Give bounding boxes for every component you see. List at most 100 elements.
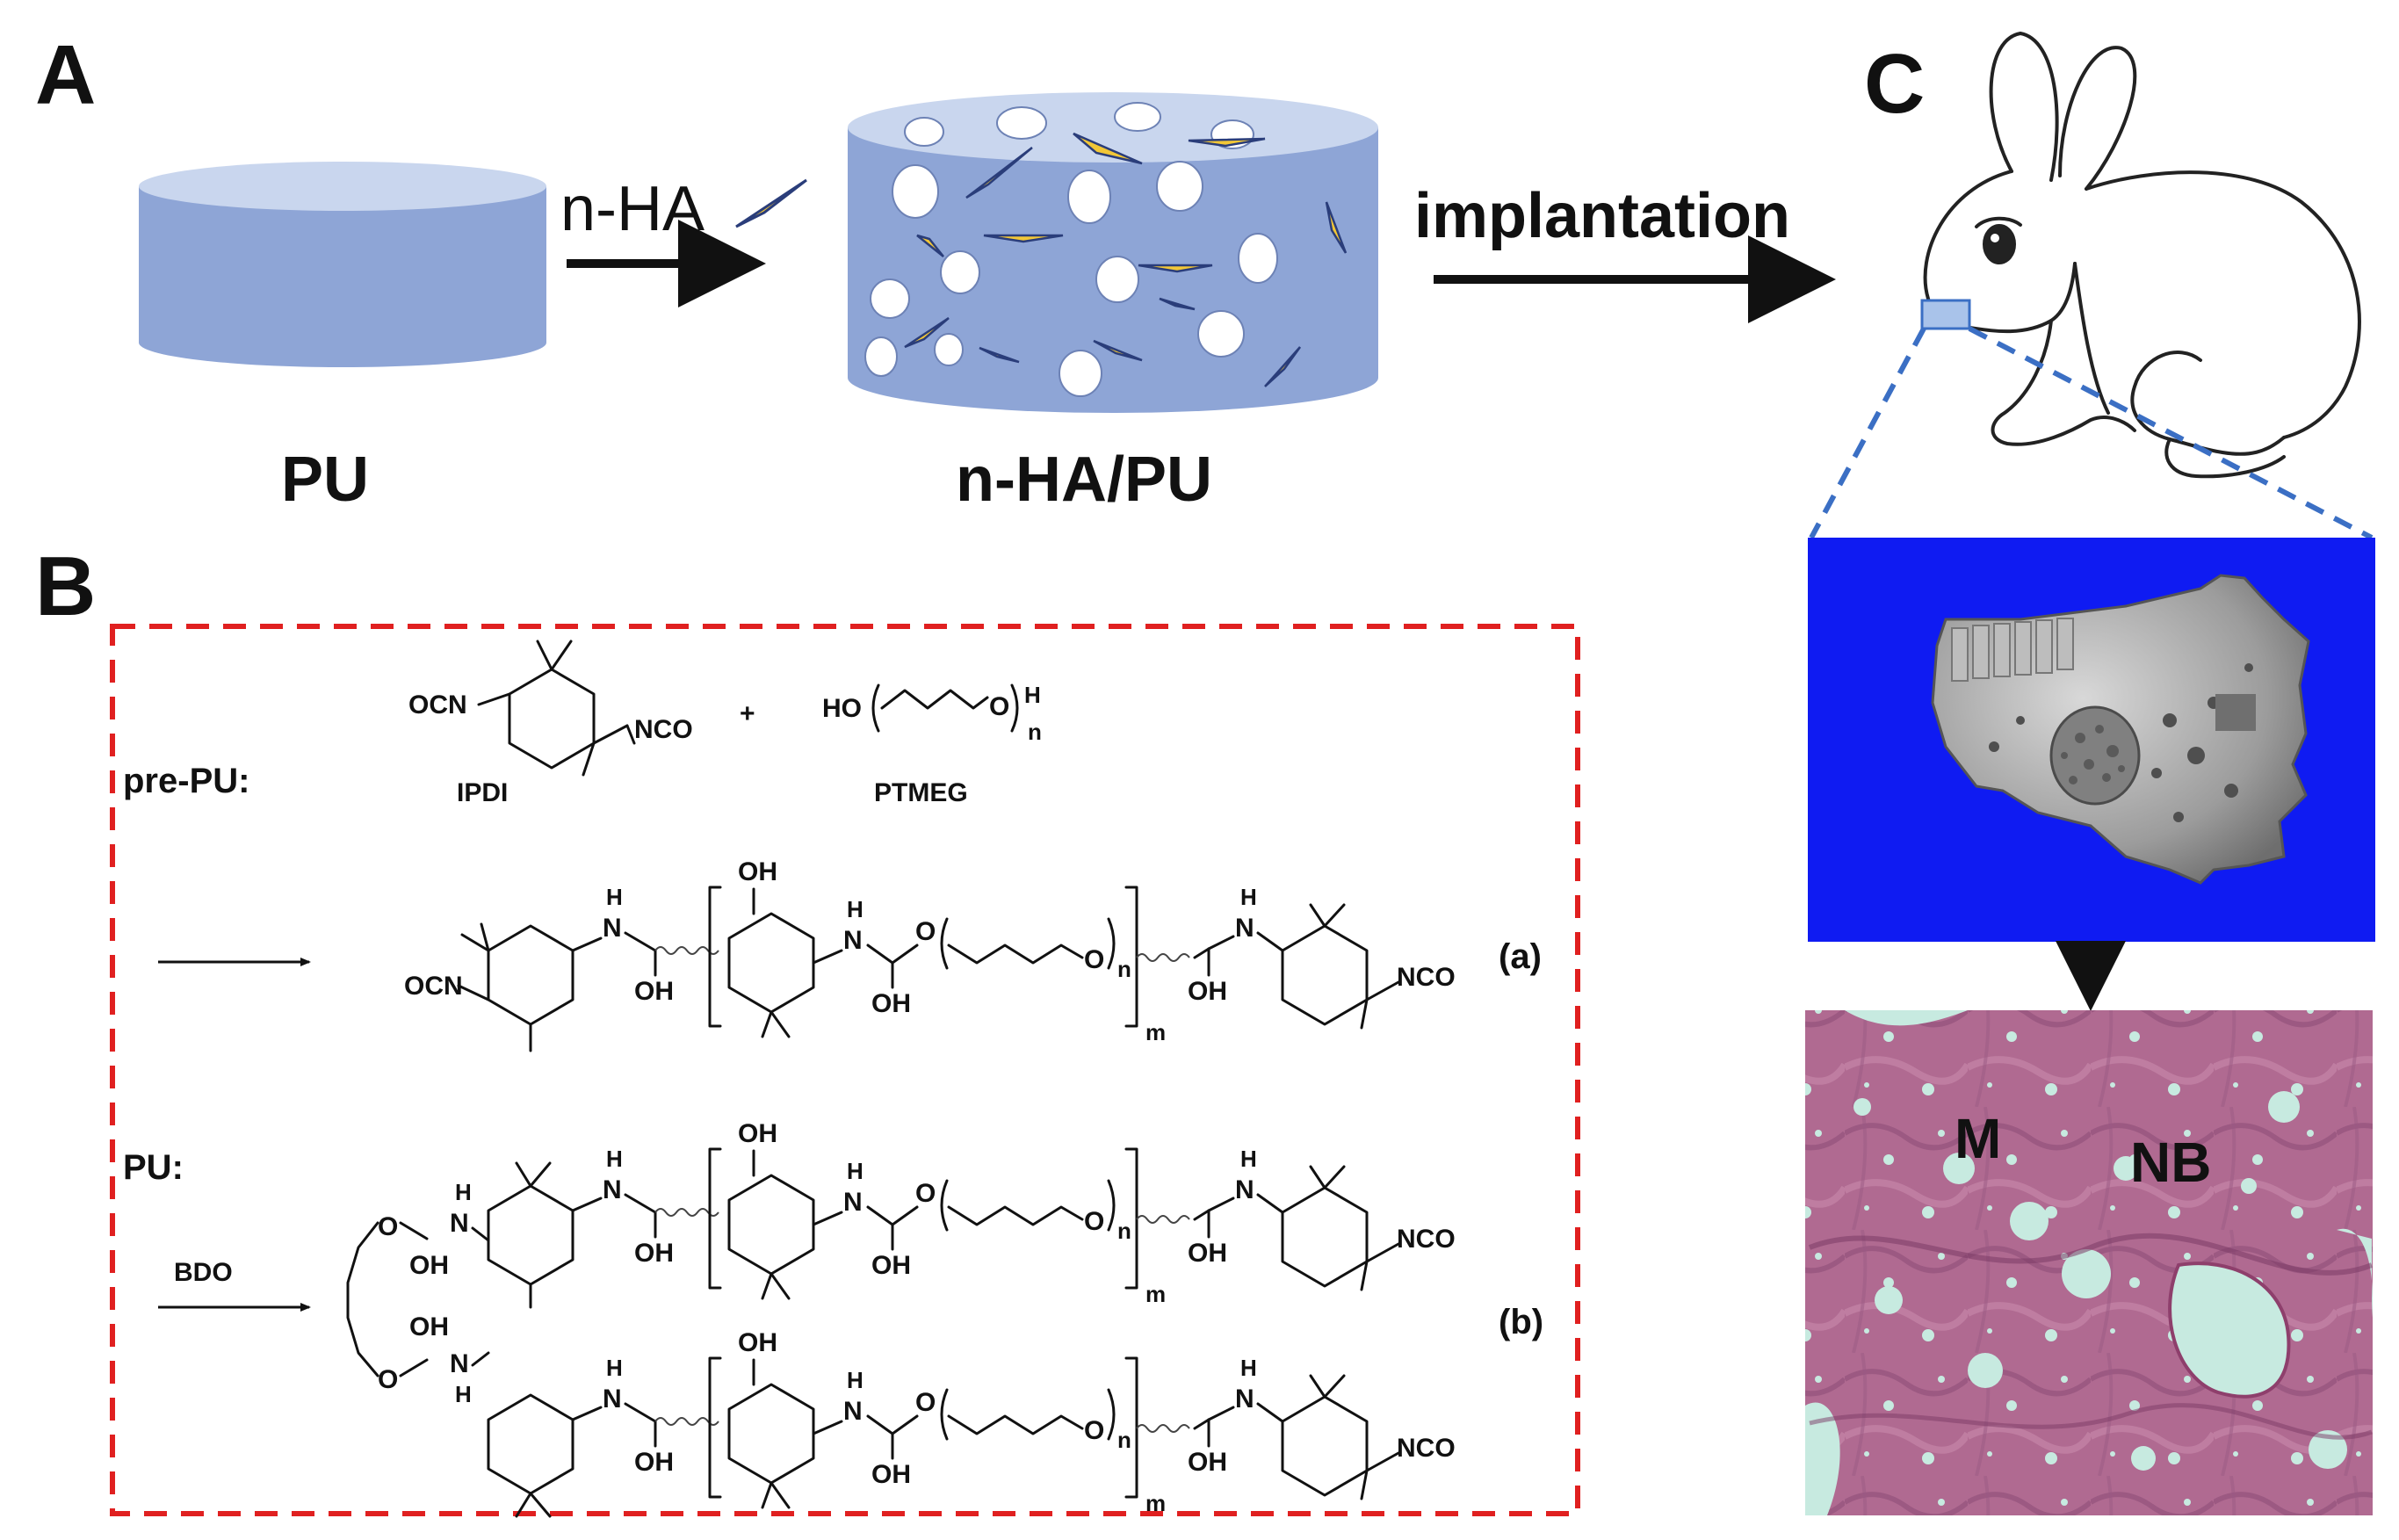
histology-large-cavity <box>2168 1262 2291 1399</box>
rabbit-back <box>2085 170 2361 439</box>
svg-text:N: N <box>843 1188 863 1217</box>
micro-ct-image <box>1808 538 2375 942</box>
composite-hydroxyapatite-crystals <box>904 132 1348 387</box>
svg-text:N: N <box>1235 914 1254 943</box>
rabbit-ear-right <box>2058 46 2137 191</box>
svg-text:m: m <box>1145 1490 1166 1516</box>
rabbit-belly <box>2073 262 2110 415</box>
histology-image: M NB <box>1805 1010 2373 1515</box>
product-a-tag: (a) <box>1499 937 1542 976</box>
defect-texture <box>2061 725 2125 784</box>
panel-c: C <box>1805 32 2375 1515</box>
histology-label-m: M <box>1955 1107 2001 1170</box>
mandible-teeth <box>1951 618 2074 682</box>
svg-text:H: H <box>606 884 623 910</box>
svg-text:OH: OH <box>738 857 777 886</box>
svg-text:O: O <box>378 1365 398 1394</box>
zoom-line-left <box>1809 327 1926 539</box>
histology-tissue-gap-left <box>1805 1402 1840 1515</box>
implant-site-marker <box>1920 299 1971 330</box>
svg-text:H: H <box>455 1381 472 1407</box>
svg-text:N: N <box>603 1175 622 1204</box>
rabbit-eyebrow <box>1975 216 2022 228</box>
svg-text:OH: OH <box>871 989 911 1018</box>
svg-text:N: N <box>450 1209 469 1238</box>
synthesis-dashed-frame <box>110 624 1580 1516</box>
svg-text:N: N <box>1235 1175 1254 1204</box>
svg-text:H: H <box>1240 1146 1257 1172</box>
composite-label: n-HA/PU <box>956 445 1212 515</box>
svg-text:N: N <box>843 926 863 955</box>
svg-text:O: O <box>915 1179 936 1208</box>
pre-pu-product-structure: OCN H N OH OH H N OH O <box>404 857 1456 1052</box>
ptmeg-label: PTMEG <box>874 778 968 807</box>
pu-cylinder <box>139 162 546 367</box>
rabbit-eye-highlight <box>1991 234 1999 242</box>
svg-text:H: H <box>1240 1355 1257 1381</box>
svg-text:OH: OH <box>1188 1239 1227 1268</box>
pre-pu-label: pre-PU: <box>123 762 249 800</box>
panel-a-letter: A <box>35 28 96 122</box>
svg-text:OH: OH <box>738 1328 777 1357</box>
rabbit-front-leg <box>1991 319 2136 446</box>
svg-text:H: H <box>1240 884 1257 910</box>
plus-sign: + <box>740 699 755 728</box>
panel-c-letter: C <box>1864 37 1925 131</box>
pu-row-label: PU: <box>123 1148 184 1187</box>
n-ha-label: n-HA <box>560 174 705 244</box>
svg-text:OH: OH <box>871 1460 911 1489</box>
rabbit-eye <box>1983 224 2016 264</box>
rabbit-ear-left <box>1989 32 2059 182</box>
histology-tissue-gap-top <box>1845 1010 1968 1026</box>
zoom-line-right <box>1968 326 2374 540</box>
svg-text:OH: OH <box>409 1312 449 1341</box>
svg-text:OH: OH <box>634 977 674 1006</box>
bdo-linker-structure: O O OH OH H N H N <box>346 1179 490 1407</box>
svg-text:H: H <box>1024 682 1041 708</box>
svg-text:N: N <box>603 1385 622 1413</box>
condyle-cut <box>2215 694 2256 731</box>
svg-text:OCN: OCN <box>408 690 467 719</box>
svg-text:m: m <box>1145 1019 1166 1045</box>
n-ha-crystal-icon <box>735 178 807 228</box>
svg-text:O: O <box>915 1388 936 1417</box>
svg-text:OH: OH <box>634 1448 674 1477</box>
rabbit-hind-foot <box>2164 437 2286 479</box>
svg-text:O: O <box>989 692 1009 721</box>
svg-text:O: O <box>915 917 936 946</box>
svg-text:NCO: NCO <box>1397 1225 1456 1254</box>
svg-text:O: O <box>1084 945 1104 974</box>
svg-text:H: H <box>847 1158 863 1184</box>
pu-cylinder-top <box>139 162 546 211</box>
svg-text:H: H <box>847 896 863 922</box>
svg-text:N: N <box>603 914 622 943</box>
svg-text:NCO: NCO <box>1397 1434 1456 1463</box>
pu-chain-lower-structure: H N OH OH H N OH O O n m <box>487 1328 1456 1518</box>
svg-text:H: H <box>847 1367 863 1393</box>
svg-text:OH: OH <box>409 1251 449 1280</box>
svg-text:OCN: OCN <box>404 972 463 1001</box>
composite-cylinder <box>848 92 1378 413</box>
svg-text:OH: OH <box>871 1251 911 1280</box>
svg-text:N: N <box>843 1397 863 1426</box>
svg-text:OH: OH <box>738 1119 777 1148</box>
svg-text:H: H <box>606 1355 623 1381</box>
svg-text:H: H <box>606 1146 623 1172</box>
svg-text:N: N <box>1235 1385 1254 1413</box>
ipdi-label: IPDI <box>457 778 508 807</box>
svg-text:N: N <box>450 1349 469 1378</box>
ipdi-structure: OCN NCO <box>408 640 693 777</box>
svg-text:NCO: NCO <box>1397 963 1456 992</box>
svg-text:NCO: NCO <box>634 715 693 744</box>
bdo-label: BDO <box>174 1258 233 1287</box>
svg-text:n: n <box>1117 1427 1131 1453</box>
pu-cylinder-body <box>139 186 546 367</box>
svg-text:n: n <box>1117 1218 1131 1244</box>
svg-text:H: H <box>455 1179 472 1205</box>
svg-text:n: n <box>1028 719 1042 745</box>
panel-b-letter: B <box>35 539 96 633</box>
svg-text:OH: OH <box>1188 1448 1227 1477</box>
rabbit-hind-leg <box>2130 351 2286 456</box>
panel-b: B pre-PU: OCN NCO IPDI + HO O H n P <box>35 539 1580 1518</box>
